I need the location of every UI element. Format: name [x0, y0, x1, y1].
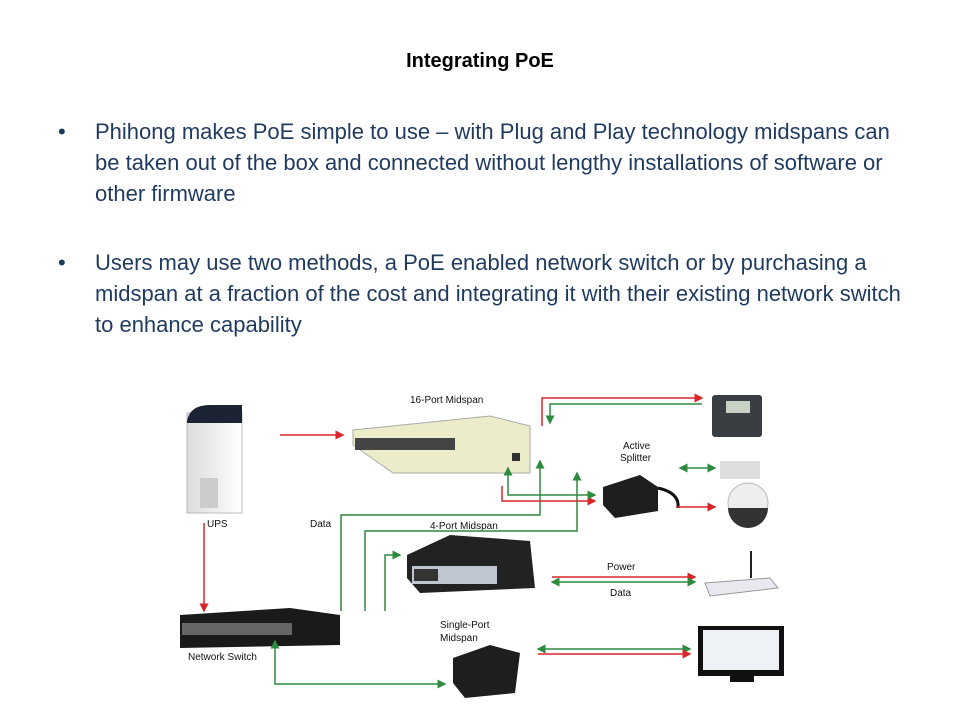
4-port-midspan-label: 4-Port Midspan: [430, 521, 498, 532]
ups-label: UPS: [207, 519, 228, 530]
network-switch-label: Network Switch: [188, 652, 257, 663]
bullet-item: • Phihong makes PoE simple to use – with…: [58, 116, 918, 209]
connection-arrows: [199, 393, 717, 689]
single-port-midspan-device: [453, 645, 520, 698]
bullet-list: • Phihong makes PoE simple to use – with…: [58, 116, 918, 378]
wireless-router-device: [704, 551, 779, 597]
ups-device: [186, 405, 243, 514]
poe-network-diagram: UPS 16-Port Midspan Active Splitter 4-Po…: [180, 393, 784, 698]
16-port-midspan-label: 16-Port Midspan: [410, 395, 483, 406]
power-label: Power: [607, 562, 636, 573]
single-port-midspan-label-1: Single-Port: [440, 620, 490, 631]
bullet-item: • Users may use two methods, a PoE enabl…: [58, 247, 918, 340]
single-port-midspan-label-2: Midspan: [440, 633, 478, 644]
active-splitter-device: [603, 475, 680, 518]
monitor-device: [698, 626, 784, 682]
security-camera-device: [720, 461, 769, 528]
bullet-marker: •: [58, 250, 66, 275]
bullet-marker: •: [58, 119, 66, 144]
active-splitter-label-1: Active: [623, 441, 651, 452]
bullet-text: Users may use two methods, a PoE enabled…: [95, 250, 901, 337]
data-label-2: Data: [610, 588, 632, 599]
active-splitter-label-2: Splitter: [620, 453, 652, 464]
data-label: Data: [310, 519, 332, 530]
slide-title: Integrating PoE: [406, 50, 554, 72]
4-port-midspan-device: [407, 535, 535, 593]
16-port-midspan-device: [352, 415, 531, 474]
network-switch-device: [180, 608, 340, 648]
ip-phone-device: [712, 395, 762, 437]
bullet-text: Phihong makes PoE simple to use – with P…: [95, 119, 890, 206]
